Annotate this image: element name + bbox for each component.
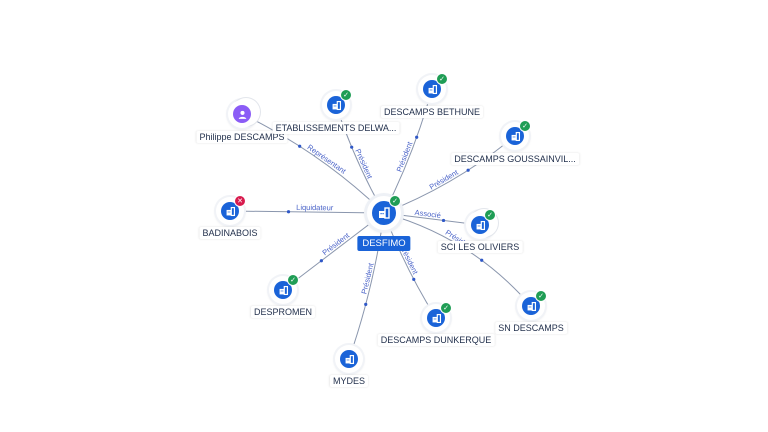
node-disc[interactable]: ✓	[269, 274, 299, 304]
building-icon	[522, 297, 540, 315]
node-label[interactable]: BADINABOIS	[199, 227, 261, 239]
active-status-icon: ✓	[287, 274, 299, 286]
node-label[interactable]: SCI LES OLIVIERS	[437, 241, 523, 253]
active-status-icon: ✓	[389, 195, 401, 207]
edge-label: Président	[428, 167, 461, 191]
edge-arrow	[319, 259, 323, 263]
building-icon	[274, 281, 292, 299]
active-status-icon: ✓	[519, 120, 531, 132]
edge-label: Liquidateur	[296, 203, 334, 212]
building-icon	[327, 96, 345, 114]
building-icon	[506, 127, 524, 145]
node-label[interactable]: DESCAMPS DUNKERQUE	[377, 334, 495, 346]
node-disc[interactable]: ✕	[216, 195, 246, 225]
edge-line	[241, 113, 385, 214]
edge-arrow	[350, 145, 354, 149]
node-label[interactable]: DESPROMEN	[250, 306, 316, 318]
center-node-disc[interactable]: ✓	[367, 195, 401, 230]
node-disc[interactable]	[228, 100, 256, 128]
building-icon	[221, 202, 239, 220]
edge-arrow	[480, 258, 484, 262]
edge-arrow	[466, 168, 470, 172]
edge-arrow	[441, 218, 446, 223]
node-disc[interactable]	[335, 345, 363, 373]
node-label[interactable]: SN DESCAMPS	[495, 322, 567, 334]
edge-label: Associé	[414, 208, 441, 220]
active-status-icon: ✓	[535, 290, 547, 302]
node-disc[interactable]: ✓	[501, 120, 531, 150]
center-node-label[interactable]: DESFIMO	[357, 236, 411, 251]
edge-label: Représentant	[306, 143, 349, 177]
active-status-icon: ✓	[340, 89, 352, 101]
active-status-icon: ✓	[484, 209, 496, 221]
edge-arrow	[415, 135, 419, 139]
edge-label: Président	[395, 140, 415, 174]
node-disc[interactable]: ✓	[466, 209, 496, 239]
node-disc[interactable]: ✓	[322, 89, 352, 119]
building-icon	[423, 80, 441, 98]
building-icon	[427, 309, 445, 327]
node-disc[interactable]: ✓	[422, 302, 452, 332]
edge-arrow	[298, 144, 302, 148]
node-label[interactable]: Philippe DESCAMPS	[196, 131, 288, 143]
node-disc[interactable]: ✓	[418, 73, 448, 103]
edge-arrow	[286, 210, 291, 214]
active-status-icon: ✓	[440, 302, 452, 314]
building-icon	[340, 350, 358, 368]
node-label[interactable]: ETABLISSEMENTS DELWA...	[272, 122, 400, 134]
edge-line	[383, 135, 516, 214]
edge-line	[348, 212, 385, 360]
edge-arrow	[412, 277, 416, 281]
building-icon	[471, 216, 489, 234]
node-label[interactable]: DESCAMPS GOUSSAINVIL...	[451, 153, 579, 165]
node-disc[interactable]: ✓	[517, 290, 547, 320]
active-status-icon: ✓	[436, 73, 448, 85]
node-label[interactable]: MYDES	[329, 375, 369, 387]
edge-label: Président	[320, 230, 351, 257]
person-icon	[233, 105, 251, 123]
edge-arrow	[364, 302, 368, 306]
node-label[interactable]: DESCAMPS BETHUNE	[380, 106, 484, 118]
edge-label: Président	[359, 261, 375, 295]
closed-status-icon: ✕	[234, 195, 246, 207]
edge-line	[229, 210, 385, 214]
